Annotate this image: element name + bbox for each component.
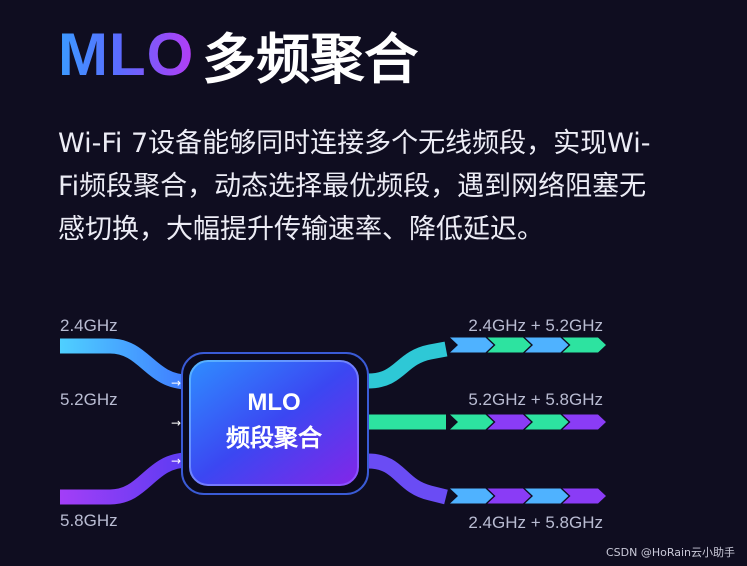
page-title: MLO 多频聚合 [58,12,418,96]
output-train-2-4-5-2 [450,337,606,353]
chevron-segment [450,337,494,353]
chevron-segment [562,414,606,430]
chevron-segment [450,488,494,504]
chevron-segment [562,488,606,504]
chevron-segment [562,337,606,353]
chip [189,360,359,486]
output-train-2-4-5-8 [450,488,606,504]
chevron-segment [525,488,569,504]
input-arrow-icon: → [171,454,181,468]
output-train-5-2-5-8 [450,414,606,430]
chevron-segment [487,488,531,504]
description-line-2: Fi频段聚合，动态选择最优频段，遇到网络阻塞无 [58,171,647,202]
output-label-2-4-plus-5-8: 2.4GHz + 5.8GHz [468,513,603,532]
description-line-1: Wi-Fi 7设备能够同时连接多个无线频段，实现Wi- [58,128,651,159]
description: Wi-Fi 7设备能够同时连接多个无线频段，实现Wi- Fi频段聚合，动态选择最… [58,122,698,251]
title-main: 多频聚合 [202,27,419,91]
output-label-5-2-plus-5-8: 5.2GHz + 5.8GHz [468,390,603,409]
chip-label-line-1: MLO [247,389,300,416]
input-label-5-8ghz: 5.8GHz [60,511,118,530]
output-label-2-4-plus-5-2: 2.4GHz + 5.2GHz [468,316,603,335]
input-band-2-4ghz [60,338,189,390]
watermark: CSDN @HoRain云小助手 [605,546,735,559]
output-connector-bottom [367,453,448,505]
input-label-5-2ghz: 5.2GHz [60,390,118,409]
chip-label-line-2: 频段聚合 [226,424,323,452]
input-band-5-8ghz [60,452,189,505]
chevron-segment [487,414,531,430]
output-connector-top [367,341,448,389]
title-accent: MLO [58,20,195,88]
input-label-2-4ghz: 2.4GHz [60,316,118,335]
chevron-segment [525,414,569,430]
description-line-3: 感切换，大幅提升传输速率、降低延迟。 [58,214,544,245]
chevron-segment [450,414,494,430]
chevron-segment [487,337,531,353]
input-arrow-icon: → [171,376,181,390]
input-arrow-icon: → [171,416,181,430]
chevron-segment [525,337,569,353]
